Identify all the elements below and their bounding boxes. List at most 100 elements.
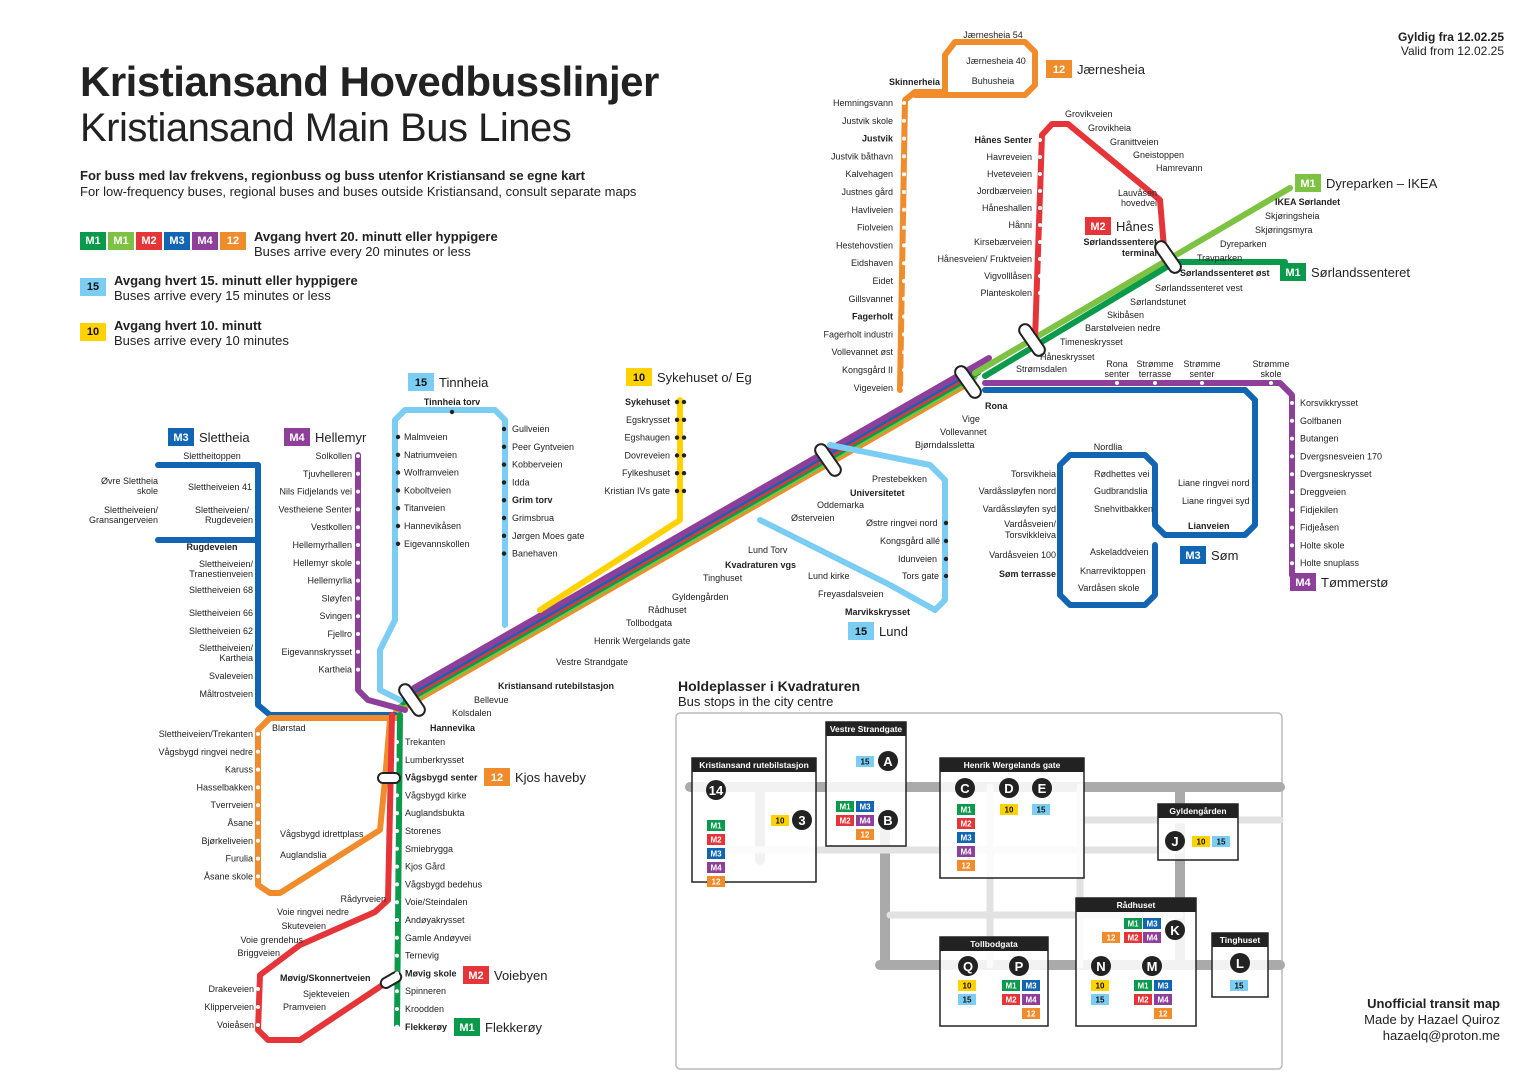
stop-dot[interactable]: [356, 454, 360, 458]
stop-dot[interactable]: [902, 154, 906, 159]
stop-dot[interactable]: [395, 523, 401, 529]
stop-dot[interactable]: [1038, 240, 1042, 244]
stop-letter-A[interactable]: [878, 751, 898, 771]
stop-letter-M[interactable]: [1142, 956, 1162, 976]
stop-dot[interactable]: [1290, 525, 1294, 530]
stop-dot[interactable]: [1038, 155, 1042, 159]
interchange-marker[interactable]: [379, 970, 403, 990]
stop-dot[interactable]: [501, 533, 507, 538]
stop-dot[interactable]: [395, 846, 399, 851]
stop-dot[interactable]: [902, 368, 906, 372]
stop-dot[interactable]: [1290, 561, 1294, 566]
stop-dot[interactable]: [395, 506, 401, 511]
line-m2-hanes[interactable]: [1032, 121, 1168, 343]
stop-dot[interactable]: [256, 767, 260, 772]
stop-dot[interactable]: [943, 520, 949, 526]
stop-dot[interactable]: [902, 332, 906, 337]
stop-dot[interactable]: [356, 649, 360, 654]
stop-dot[interactable]: [1038, 257, 1042, 261]
stop-dot[interactable]: [256, 874, 260, 879]
line-m4-tommersto[interactable]: [982, 380, 1295, 578]
stop-dot[interactable]: [674, 435, 680, 440]
stop-dot[interactable]: [356, 596, 360, 601]
stop-dot[interactable]: [356, 632, 360, 636]
stop-dot[interactable]: [356, 525, 360, 530]
stop-dot[interactable]: [902, 243, 906, 248]
stop-letter-E[interactable]: [1032, 778, 1052, 798]
stop-dot[interactable]: [256, 1023, 260, 1027]
stop-dot[interactable]: [1290, 543, 1294, 548]
stop-dot[interactable]: [902, 172, 906, 177]
stop-dot[interactable]: [1290, 401, 1294, 405]
stop-letter-3[interactable]: [792, 810, 812, 830]
stop-dot[interactable]: [501, 426, 507, 432]
stop-dot[interactable]: [256, 749, 260, 754]
interchange-marker[interactable]: [397, 682, 427, 718]
stop-dot[interactable]: [902, 190, 906, 194]
stop-dot[interactable]: [1038, 189, 1042, 193]
stop-dot[interactable]: [501, 498, 507, 503]
stop-dot[interactable]: [395, 488, 401, 493]
stop-dot[interactable]: [1290, 507, 1294, 512]
line-10-sykehuset[interactable]: [537, 397, 683, 613]
stop-dot[interactable]: [943, 556, 949, 562]
stop-letter-14[interactable]: [706, 780, 726, 800]
stop-dot[interactable]: [674, 471, 680, 476]
line-15-tinnheia[interactable]: [377, 407, 508, 703]
stop-dot[interactable]: [395, 740, 399, 744]
stop-letter-B[interactable]: [878, 810, 898, 830]
stop-dot[interactable]: [395, 775, 399, 780]
stop-dot[interactable]: [395, 811, 399, 816]
stop-dot[interactable]: [902, 261, 906, 266]
trunk-line[interactable]: [411, 355, 992, 691]
stop-dot[interactable]: [501, 551, 507, 556]
stop-dot[interactable]: [395, 757, 399, 762]
stop-dot[interactable]: [256, 856, 260, 861]
stop-dot[interactable]: [902, 207, 906, 212]
stop-dot[interactable]: [1038, 274, 1042, 278]
stop-dot[interactable]: [674, 417, 680, 422]
stop-dot[interactable]: [395, 918, 399, 922]
stop-dot[interactable]: [902, 118, 906, 123]
stop-dot[interactable]: [356, 560, 360, 565]
stop-dot[interactable]: [395, 793, 399, 798]
stop-dot[interactable]: [1038, 138, 1042, 142]
stop-dot[interactable]: [449, 409, 455, 415]
stop-dot[interactable]: [902, 279, 906, 283]
stop-dot[interactable]: [356, 489, 360, 494]
interchange-marker[interactable]: [953, 364, 983, 400]
interchange-marker[interactable]: [1153, 239, 1183, 275]
stop-dot[interactable]: [256, 732, 260, 736]
stop-dot[interactable]: [256, 785, 260, 790]
stop-dot[interactable]: [501, 462, 507, 467]
stop-dot[interactable]: [902, 350, 906, 355]
stop-dot[interactable]: [395, 470, 401, 475]
line-m4-hellemyr[interactable]: [355, 452, 408, 713]
stop-dot[interactable]: [501, 515, 507, 521]
stop-dot[interactable]: [356, 667, 360, 672]
stop-letter-Q[interactable]: [958, 956, 978, 976]
stop-dot[interactable]: [1290, 472, 1294, 477]
line-12-jarnesheia[interactable]: [897, 39, 1038, 393]
stop-dot[interactable]: [674, 488, 680, 494]
stop-dot[interactable]: [902, 314, 906, 319]
stop-dot[interactable]: [256, 821, 260, 825]
stop-dot[interactable]: [902, 296, 906, 301]
stop-dot[interactable]: [356, 543, 360, 547]
credit-email[interactable]: hazaelq@proton.me: [1382, 1028, 1500, 1043]
stop-dot[interactable]: [943, 538, 949, 544]
stop-dot[interactable]: [681, 417, 687, 422]
stop-dot[interactable]: [681, 399, 687, 405]
stop-dot[interactable]: [256, 1005, 260, 1009]
stop-dot[interactable]: [1153, 381, 1157, 385]
stop-dot[interactable]: [1290, 490, 1294, 494]
stop-dot[interactable]: [395, 989, 399, 994]
stop-dot[interactable]: [902, 136, 906, 141]
stop-dot[interactable]: [256, 838, 260, 843]
stop-dot[interactable]: [902, 101, 906, 105]
interchange-marker[interactable]: [813, 442, 843, 478]
stop-dot[interactable]: [395, 953, 399, 958]
stop-dot[interactable]: [1290, 436, 1294, 441]
stop-letter-K[interactable]: [1165, 920, 1185, 940]
